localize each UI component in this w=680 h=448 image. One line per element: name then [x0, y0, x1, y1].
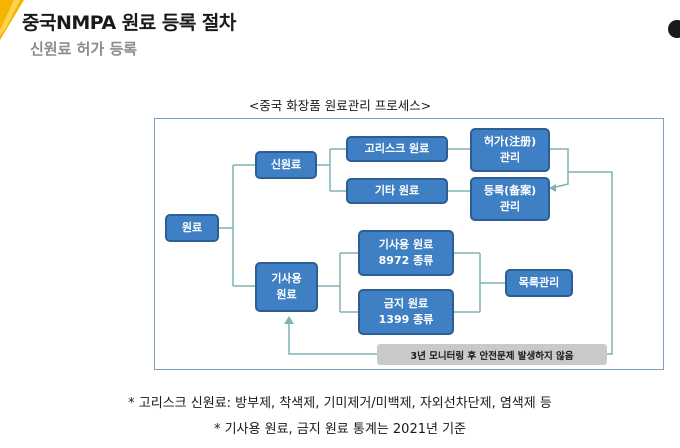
other-material-node: 기타 원료 — [346, 178, 448, 204]
footnote-statistics: * 기사용 원료, 금지 원료 통계는 2021년 기준 — [213, 422, 467, 437]
page-subtitle: 신원료 허가 등록 — [30, 40, 138, 58]
high-risk-material-node: 고리스크 원료 — [346, 136, 448, 162]
diagram-frame — [154, 118, 664, 370]
corner-accent — [0, 0, 24, 40]
registration-management-node: 등록(备案) 관리 — [470, 177, 550, 221]
decorative-dot — [668, 20, 680, 38]
permit-management-node: 허가(注册) 관리 — [470, 128, 550, 172]
raw-material-node: 원료 — [165, 214, 219, 242]
new-material-node: 신원료 — [255, 151, 317, 179]
list-management-node: 목록관리 — [505, 269, 573, 297]
page-title: 중국NMPA 원료 등록 절차 — [22, 12, 236, 34]
monitoring-feedback-label: 3년 모니터링 후 안전문제 발생하지 않음 — [377, 344, 607, 365]
diagram-caption: <중국 화장품 원료관리 프로세스> — [248, 98, 432, 113]
existing-material-count-node: 기사용 원료 8972 종류 — [358, 230, 454, 276]
banned-material-count-node: 금지 원료 1399 종류 — [358, 289, 454, 335]
existing-material-node: 기사용 원료 — [255, 262, 318, 312]
footnote-high-risk: * 고리스크 신원료: 방부제, 착색제, 기미제거/미백제, 자외선차단제, … — [128, 396, 552, 411]
